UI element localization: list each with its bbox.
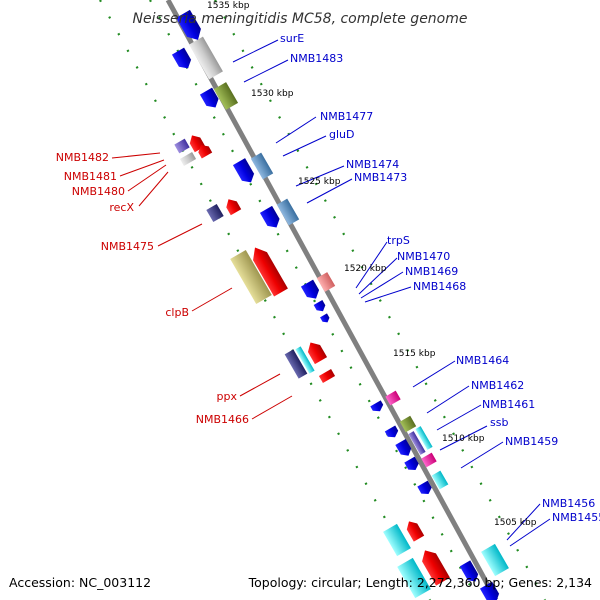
topology-label: Topology: circular; Length: 2,272,360 bp… — [248, 575, 592, 590]
gene-feature — [370, 400, 384, 412]
accession-label: Accession: NC_003112 — [9, 575, 151, 590]
gene-label: trpS — [387, 234, 410, 247]
gene-label: NMB1468 — [413, 280, 466, 293]
guide-line-right — [214, 0, 546, 600]
gene-feature — [417, 480, 432, 495]
gene-feature — [174, 138, 190, 154]
gene-label: ssb — [490, 416, 508, 429]
kbp-tick-label: 1525 kbp — [298, 177, 341, 187]
gene-features — [171, 9, 509, 600]
gene-feature — [313, 300, 326, 312]
gene-label: NMB1480 — [72, 185, 125, 198]
gene-label: NMB1481 — [64, 170, 117, 183]
gene-feature — [404, 456, 419, 471]
gene-feature — [481, 543, 509, 577]
gene-feature — [406, 521, 425, 542]
gene-feature — [253, 247, 288, 297]
gene-feature — [300, 279, 320, 299]
gene-feature — [459, 560, 479, 582]
gene-feature — [198, 145, 213, 159]
kbp-tick-label: 1530 kbp — [251, 89, 294, 99]
gene-feature — [171, 47, 192, 69]
gene-label: gluD — [329, 128, 354, 141]
gene-label: NMB1477 — [320, 110, 373, 123]
gene-label: NMB1474 — [346, 158, 399, 171]
map-title: Neisseria meningitidis MC58, complete ge… — [132, 11, 467, 27]
gene-label: NMB1456 — [542, 497, 595, 510]
kbp-tick-label: 1535 kbp — [207, 1, 250, 11]
gene-feature — [395, 438, 412, 456]
gene-label: NMB1482 — [56, 151, 109, 164]
gene-feature — [384, 425, 399, 438]
gene-feature — [284, 349, 308, 379]
gene-feature — [399, 415, 417, 433]
gene-label: NMB1470 — [397, 250, 450, 263]
gene-feature — [385, 390, 401, 406]
gene-label: recX — [109, 201, 134, 214]
gene-label: NMB1459 — [505, 435, 558, 448]
reverse-gene-labels: NMB1482 NMB1481 NMB1480 recX NMB1475 clp… — [56, 151, 249, 426]
gene-feature — [397, 557, 431, 599]
gene-feature — [250, 152, 274, 180]
kbp-tick-label: 1515 kbp — [393, 349, 436, 359]
gene-feature — [259, 205, 280, 228]
gene-feature — [307, 342, 328, 365]
gene-feature — [421, 452, 437, 468]
gene-feature — [383, 523, 411, 557]
gene-feature — [431, 470, 449, 490]
guide-line-inner — [149, 0, 479, 600]
gene-feature — [232, 158, 255, 183]
gene-feature — [226, 199, 242, 216]
gene-feature — [316, 272, 336, 292]
gene-feature — [189, 36, 223, 80]
gene-feature — [320, 313, 330, 323]
gene-feature — [295, 346, 315, 374]
gene-label: NMB1475 — [101, 240, 154, 253]
gene-feature — [318, 369, 336, 383]
gene-feature — [199, 87, 219, 108]
gene-label: NMB1483 — [290, 52, 343, 65]
gene-feature — [213, 82, 239, 110]
gene-label: ppx — [217, 390, 238, 403]
kbp-tick-label: 1520 kbp — [344, 264, 387, 274]
gene-feature — [276, 198, 300, 226]
forward-leader-lines — [232, 39, 551, 547]
gene-feature — [415, 426, 433, 450]
kbp-tick-label: 1510 kbp — [442, 434, 485, 444]
gene-feature — [479, 581, 500, 600]
gene-feature — [408, 431, 426, 455]
gene-label: NMB1462 — [471, 379, 524, 392]
gene-label: clpB — [165, 306, 189, 319]
gene-label: NMB1461 — [482, 398, 535, 411]
gene-feature — [176, 9, 201, 40]
gene-label: NMB1469 — [405, 265, 458, 278]
kbp-tick-label: 1505 kbp — [494, 518, 537, 528]
guide-line-left — [99, 0, 431, 600]
gene-label: surE — [280, 32, 304, 45]
gene-label: NMB1455 — [552, 511, 600, 524]
gene-label: NMB1464 — [456, 354, 509, 367]
gene-feature — [206, 203, 224, 223]
gene-label: NMB1466 — [196, 413, 249, 426]
reverse-leader-lines — [111, 152, 293, 420]
gene-feature — [422, 550, 450, 586]
gene-label: NMB1473 — [354, 171, 407, 184]
gene-feature — [230, 249, 272, 305]
forward-gene-labels: surE NMB1483 NMB1477 gluD NMB1474 NMB147… — [280, 32, 600, 524]
gene-feature — [179, 152, 197, 166]
